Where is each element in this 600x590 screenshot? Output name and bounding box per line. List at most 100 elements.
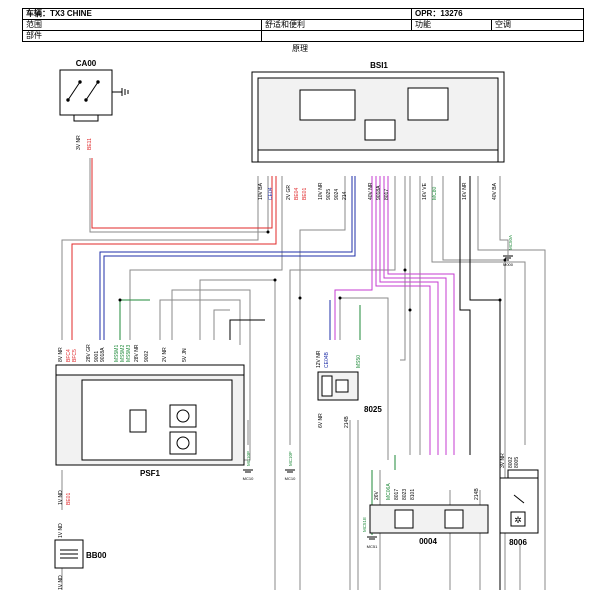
wire-red-bfc <box>71 176 277 340</box>
wire-label-ce04: CE04 <box>268 187 274 200</box>
header-row-1: 车辆：TX3 CHINE OPR：13276 <box>23 9 583 20</box>
ground-label-mc51: MC51 <box>367 544 378 549</box>
bsi-conn-40v-nr: 40V NR <box>368 182 374 200</box>
c8006-gear-frame <box>510 511 526 527</box>
bsi-conn-10v-ba: 10V BA <box>258 182 264 200</box>
bsi1-module <box>364 119 396 141</box>
psf1-inner <box>81 379 233 461</box>
wires-group <box>61 158 546 590</box>
wire-gray-bsi-mc10 <box>289 176 396 445</box>
splice-dot <box>266 230 270 234</box>
psf1-fan-relay-a <box>169 404 197 428</box>
wire-magenta-3 <box>379 176 439 455</box>
wire-gray-psf-short <box>213 309 230 340</box>
wire-gray-8025-0004 <box>339 297 389 460</box>
bsi1-connector-labels: 10V BA CE04 2V GR BE04 BE01 10V NR 9025 … <box>258 182 498 200</box>
c0004-box <box>369 504 489 534</box>
c8025-conn-6v-nr: 6V NR <box>318 413 324 428</box>
wire-label-ce04b: CE04B <box>324 351 330 368</box>
wire-label-be04: BE04 <box>294 188 300 200</box>
bsi-conn-10v-nr: 10V NR <box>318 182 324 200</box>
wire-gray-psf-loop-b <box>171 289 251 461</box>
c0004-title: 0004 <box>419 537 437 546</box>
wire-label-8002: 8002 <box>508 457 514 468</box>
ground-icon <box>503 255 513 261</box>
function-label: 功能 <box>411 20 491 30</box>
c8006-connector-labels: 3V NR 8002 8005 <box>500 453 520 468</box>
splice-dot <box>338 296 342 300</box>
bb00-title: BB00 <box>86 551 107 560</box>
bsi1-relay-b <box>407 87 449 121</box>
wire-gray-8025 <box>400 176 406 361</box>
bsi1-title: BSI1 <box>370 61 388 70</box>
battery-icon <box>60 549 78 559</box>
header-table: 车辆：TX3 CHINE OPR：13276 范围 舒适和便利 功能 空调 部件 <box>22 8 584 42</box>
wire-black-bsi <box>469 176 501 590</box>
c8006-component: ✲ 8006 3V NR 8002 8005 <box>499 453 539 547</box>
c8006-pin-row <box>507 469 539 479</box>
wire-gray-psf-bsi <box>61 176 259 340</box>
wire-label-bfc4: BFC4 <box>66 349 72 362</box>
splice-dot <box>503 258 507 262</box>
m000-ground: MC50A M000 <box>503 235 514 267</box>
vehicle-label: 车辆：TX3 CHINE <box>26 9 92 18</box>
psf-conn-1v-nd: 1V ND <box>58 490 64 505</box>
splice-dot <box>273 278 277 282</box>
parts-value <box>261 31 583 41</box>
c8006-conn-3v-nr: 3V NR <box>500 453 506 468</box>
psf1-connector-labels: 8V NR BFC4 BFC5 28V GR 9001 9018A MS5M1 … <box>58 344 188 505</box>
wire-label-8017: 8017 <box>384 189 390 200</box>
wire-label-mc10f: MC10F <box>288 451 293 466</box>
psf-conn-5v-jn: 5V JN <box>182 348 188 362</box>
wire-gray-psf-2v <box>129 176 283 340</box>
wire-red-be11 <box>91 158 273 229</box>
wire-magenta-2 <box>375 176 431 455</box>
scope-value: 舒适和便利 <box>261 20 411 30</box>
wire-label-be01: BE01 <box>302 188 308 200</box>
psf1-component: PSF1 8V NR BFC4 BFC5 28V GR 9001 9018A M… <box>55 344 245 505</box>
diagram-title: 原理 <box>292 44 308 53</box>
ca00-title: CA00 <box>76 59 97 68</box>
splice-dot <box>403 268 407 272</box>
ground-icon <box>243 469 295 473</box>
wire-label-214b: 214B <box>474 488 480 500</box>
wire-label-9018a: 9018A <box>376 185 382 200</box>
wire-label-8005: 8005 <box>514 457 520 468</box>
bsi-conn-40v-ba: 40V BA <box>492 182 498 200</box>
mc10-grounds: MC10P MC10F MC10 MC10 <box>243 451 296 481</box>
wire-label-be11: BE11 <box>87 138 93 150</box>
wire-label-9002: 9002 <box>144 351 150 362</box>
wire-gray-ca00-bsi <box>89 158 269 233</box>
wire-label-mc51e: MC51E <box>362 517 367 532</box>
ground-label-m000: M000 <box>503 262 514 267</box>
ca00-component: CA00 3V NR BE11 <box>59 59 129 150</box>
wire-magenta-5 <box>387 176 455 455</box>
c8025-title: 8025 <box>364 405 382 414</box>
header-row-2: 范围 舒适和便利 功能 空调 <box>23 20 583 31</box>
wire-label-ms5m3: MS5M3 <box>126 345 132 362</box>
wire-magenta-4 <box>383 176 447 455</box>
wire-label-8101: 8101 <box>410 489 416 500</box>
wire-label-ms50: MS50 <box>356 355 362 368</box>
c0004-component: 0004 26V MC06A 8017 8023 8101 214B MC51E… <box>362 483 489 549</box>
wire-green-ms5m <box>119 299 150 340</box>
bsi-conn-2v-gr: 2V GR <box>286 185 292 200</box>
splice-dot <box>408 308 412 312</box>
c0004-part-a <box>394 509 414 529</box>
ground-label-mc10-b: MC10 <box>285 476 296 481</box>
c8025-connector-labels: 12V NR CE04B MS50 6V NR 214B <box>316 350 362 428</box>
c8025-part-a <box>321 375 333 397</box>
psf1-title: PSF1 <box>140 469 161 478</box>
c0004-connector-labels: 26V MC06A 8017 8023 8101 214B <box>374 483 480 500</box>
wire-gray-bsi-right <box>442 176 506 590</box>
wire-label-ms5m1: MS5M1 <box>114 345 120 362</box>
opr-label: OPR：13276 <box>411 9 583 19</box>
psf-conn-28v-gr: 28V GR <box>86 344 92 362</box>
bsi-conn-16v-nr: 16V NR <box>462 182 468 200</box>
bsi1-relay <box>299 89 356 121</box>
wire-label-9018a-psf: 9018A <box>100 347 106 362</box>
ca00-switch-icon <box>66 80 122 102</box>
bsi-conn-16v-ve: 16V VE <box>422 182 428 200</box>
wire-label-mc80: MC80 <box>432 186 438 200</box>
c8025-component: 8025 12V NR CE04B MS50 6V NR 214B <box>316 350 382 428</box>
